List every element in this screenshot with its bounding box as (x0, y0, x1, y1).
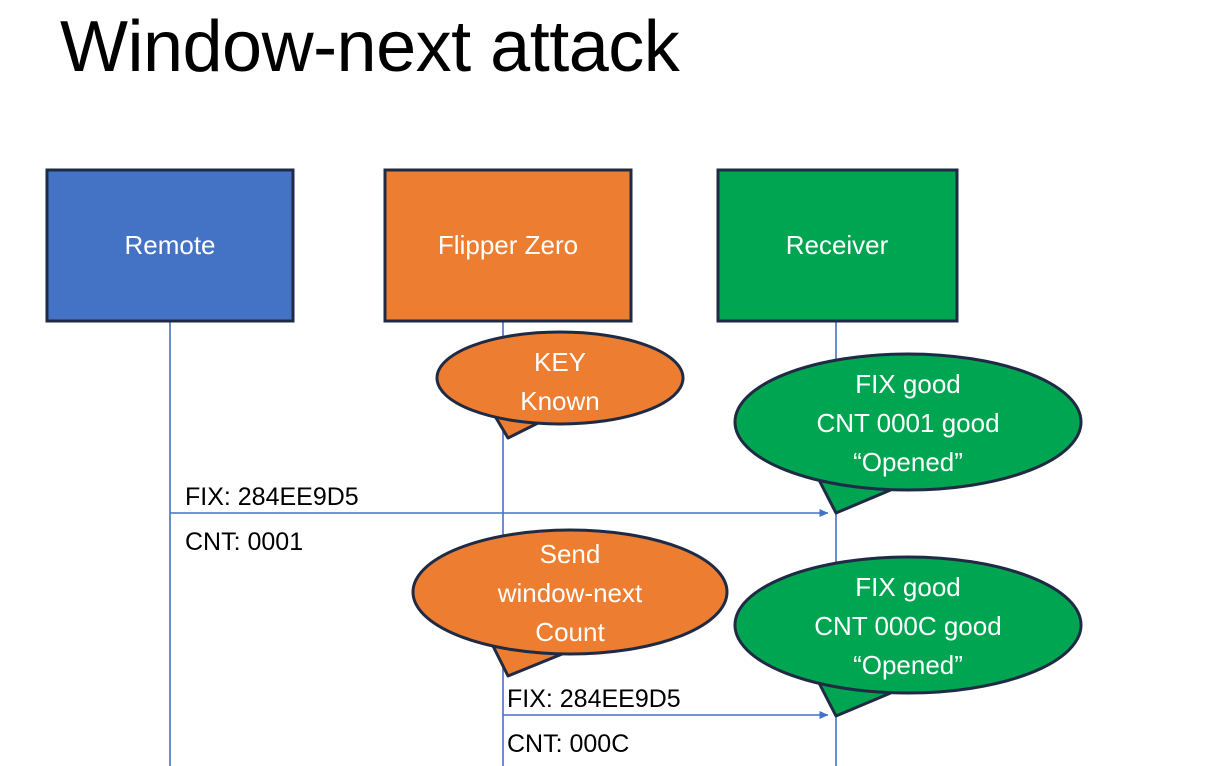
actor-label-remote: Remote (124, 230, 215, 260)
callout-line-1: FIX good (855, 369, 961, 399)
callout-line-3: “Opened” (853, 650, 963, 680)
actor-flipper-zero[interactable]: Flipper Zero (383, 168, 633, 323)
message-label-fix: FIX: 284EE9D5 (507, 685, 681, 713)
message-label-cnt: CNT: 000C (507, 730, 629, 758)
callout-line-2: CNT 000C good (814, 611, 1001, 641)
callout-line-2: window-next (497, 578, 643, 608)
actor-box-flipper-zero[interactable] (383, 168, 633, 323)
message-label-fix: FIX: 284EE9D5 (185, 483, 359, 511)
callout-line-2: Known (520, 386, 600, 416)
message-remote-to-receiver: FIX: 284EE9D5 CNT: 0001 (170, 483, 829, 556)
page-title: Window-next attack (60, 7, 680, 87)
callout-fix-good-000c[interactable]: FIX good CNT 000C good “Opened” (733, 555, 1083, 718)
callout-line-1: Send (540, 539, 601, 569)
callout-line-1: KEY (534, 347, 586, 377)
actor-label-receiver: Receiver (786, 230, 889, 260)
callout-body-fix-good-0001[interactable] (733, 352, 1083, 492)
callout-body-send-window-next-count[interactable] (411, 528, 729, 656)
actor-label-flipper-zero: Flipper Zero (438, 230, 578, 260)
callout-line-1: FIX good (855, 572, 961, 602)
callout-body-key-known[interactable] (435, 330, 685, 426)
actor-box-remote[interactable] (45, 168, 295, 323)
callout-send-window-next-count[interactable]: Send window-next Count (411, 528, 729, 678)
callout-body-fix-good-000c[interactable] (733, 555, 1083, 695)
actor-box-receiver[interactable] (716, 168, 959, 323)
callout-fix-good-0001[interactable]: FIX good CNT 0001 good “Opened” (733, 352, 1083, 515)
actor-remote[interactable]: Remote (45, 168, 295, 323)
callout-line-3: Count (535, 617, 605, 647)
message-label-cnt: CNT: 0001 (185, 528, 303, 556)
callout-line-3: “Opened” (853, 447, 963, 477)
message-flipper-to-receiver: FIX: 284EE9D5 CNT: 000C (503, 685, 829, 758)
callout-line-2: CNT 0001 good (816, 408, 999, 438)
actor-receiver[interactable]: Receiver (716, 168, 959, 323)
callout-key-known[interactable]: KEY Known (435, 330, 685, 440)
